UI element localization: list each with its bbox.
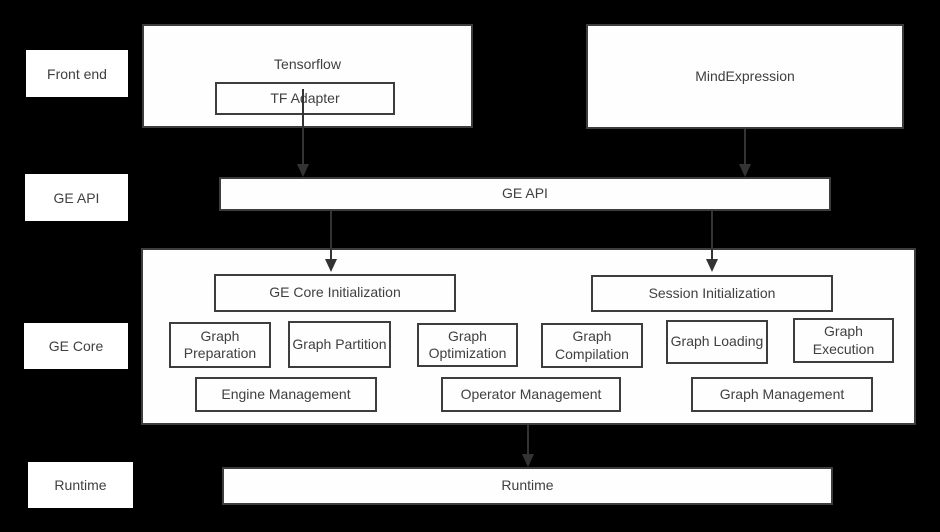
- feature-box-graph-loading-title: Graph Loading: [670, 333, 764, 350]
- feature-box-graph-partition-title: Graph Partition: [292, 335, 387, 352]
- ge-api-bar: GE API: [219, 177, 831, 211]
- row-label-front-end-text: Front end: [47, 65, 107, 82]
- arrow-stem: [330, 211, 332, 260]
- management-box-graph: Graph Management: [691, 377, 873, 412]
- row-label-runtime: Runtime: [28, 462, 133, 508]
- tf-adapter-box: TF Adapter: [215, 82, 395, 115]
- tensorflow-box-title: Tensorflow: [274, 56, 341, 72]
- arrow-stem: [302, 89, 304, 165]
- ge-core-initialization-box: GE Core Initialization: [214, 274, 456, 312]
- row-label-runtime-text: Runtime: [54, 477, 107, 493]
- arrow-head-icon: [297, 164, 309, 177]
- management-box-operator-title: Operator Management: [460, 385, 602, 402]
- feature-box-graph-optimization-title: Graph Optimization: [428, 327, 507, 362]
- management-box-operator: Operator Management: [441, 377, 621, 412]
- feature-box-graph-optimization: Graph Optimization: [417, 323, 518, 367]
- row-label-front-end: Front end: [26, 50, 128, 97]
- feature-box-graph-preparation-title: Graph Preparation: [183, 327, 257, 362]
- runtime-bar-title: Runtime: [501, 477, 554, 494]
- feature-box-graph-preparation: Graph Preparation: [169, 322, 271, 368]
- arrow-head-icon: [522, 454, 534, 467]
- ge-core-initialization-title: GE Core Initialization: [269, 284, 401, 301]
- feature-box-graph-partition: Graph Partition: [288, 321, 391, 368]
- session-initialization-box: Session Initialization: [591, 275, 833, 312]
- arrow-stem: [527, 425, 529, 455]
- row-label-ge-core: GE Core: [24, 323, 128, 369]
- management-box-engine-title: Engine Management: [221, 385, 351, 402]
- management-box-graph-title: Graph Management: [719, 385, 845, 402]
- arrow-stem: [711, 211, 713, 260]
- row-label-ge-api-text: GE API: [53, 189, 100, 206]
- feature-box-graph-execution-title: Graph Execution: [812, 323, 875, 357]
- feature-box-graph-compilation-title: Graph Compilation: [555, 328, 629, 362]
- tf-adapter-box-title: TF Adapter: [270, 89, 340, 106]
- row-label-ge-core-text: GE Core: [48, 338, 104, 354]
- feature-box-graph-loading: Graph Loading: [666, 320, 768, 364]
- arrow-stem: [744, 129, 746, 165]
- arrow-head-icon: [325, 259, 337, 272]
- feature-box-graph-execution: Graph Execution: [793, 318, 894, 363]
- feature-box-graph-compilation: Graph Compilation: [541, 323, 643, 368]
- arrow-head-icon: [739, 164, 751, 177]
- tensorflow-box: Tensorflow TF Adapter: [142, 24, 473, 128]
- arrow-head-icon: [706, 259, 718, 272]
- ge-core-box: GE Core Initialization Session Initializ…: [141, 248, 916, 425]
- runtime-bar: Runtime: [222, 467, 833, 505]
- mindexpression-box-title: MindExpression: [695, 67, 795, 84]
- row-label-ge-api: GE API: [25, 174, 128, 221]
- mindexpression-box: MindExpression: [586, 24, 904, 129]
- session-initialization-title: Session Initialization: [648, 284, 776, 301]
- ge-api-bar-title: GE API: [502, 185, 548, 202]
- management-box-engine: Engine Management: [195, 377, 377, 412]
